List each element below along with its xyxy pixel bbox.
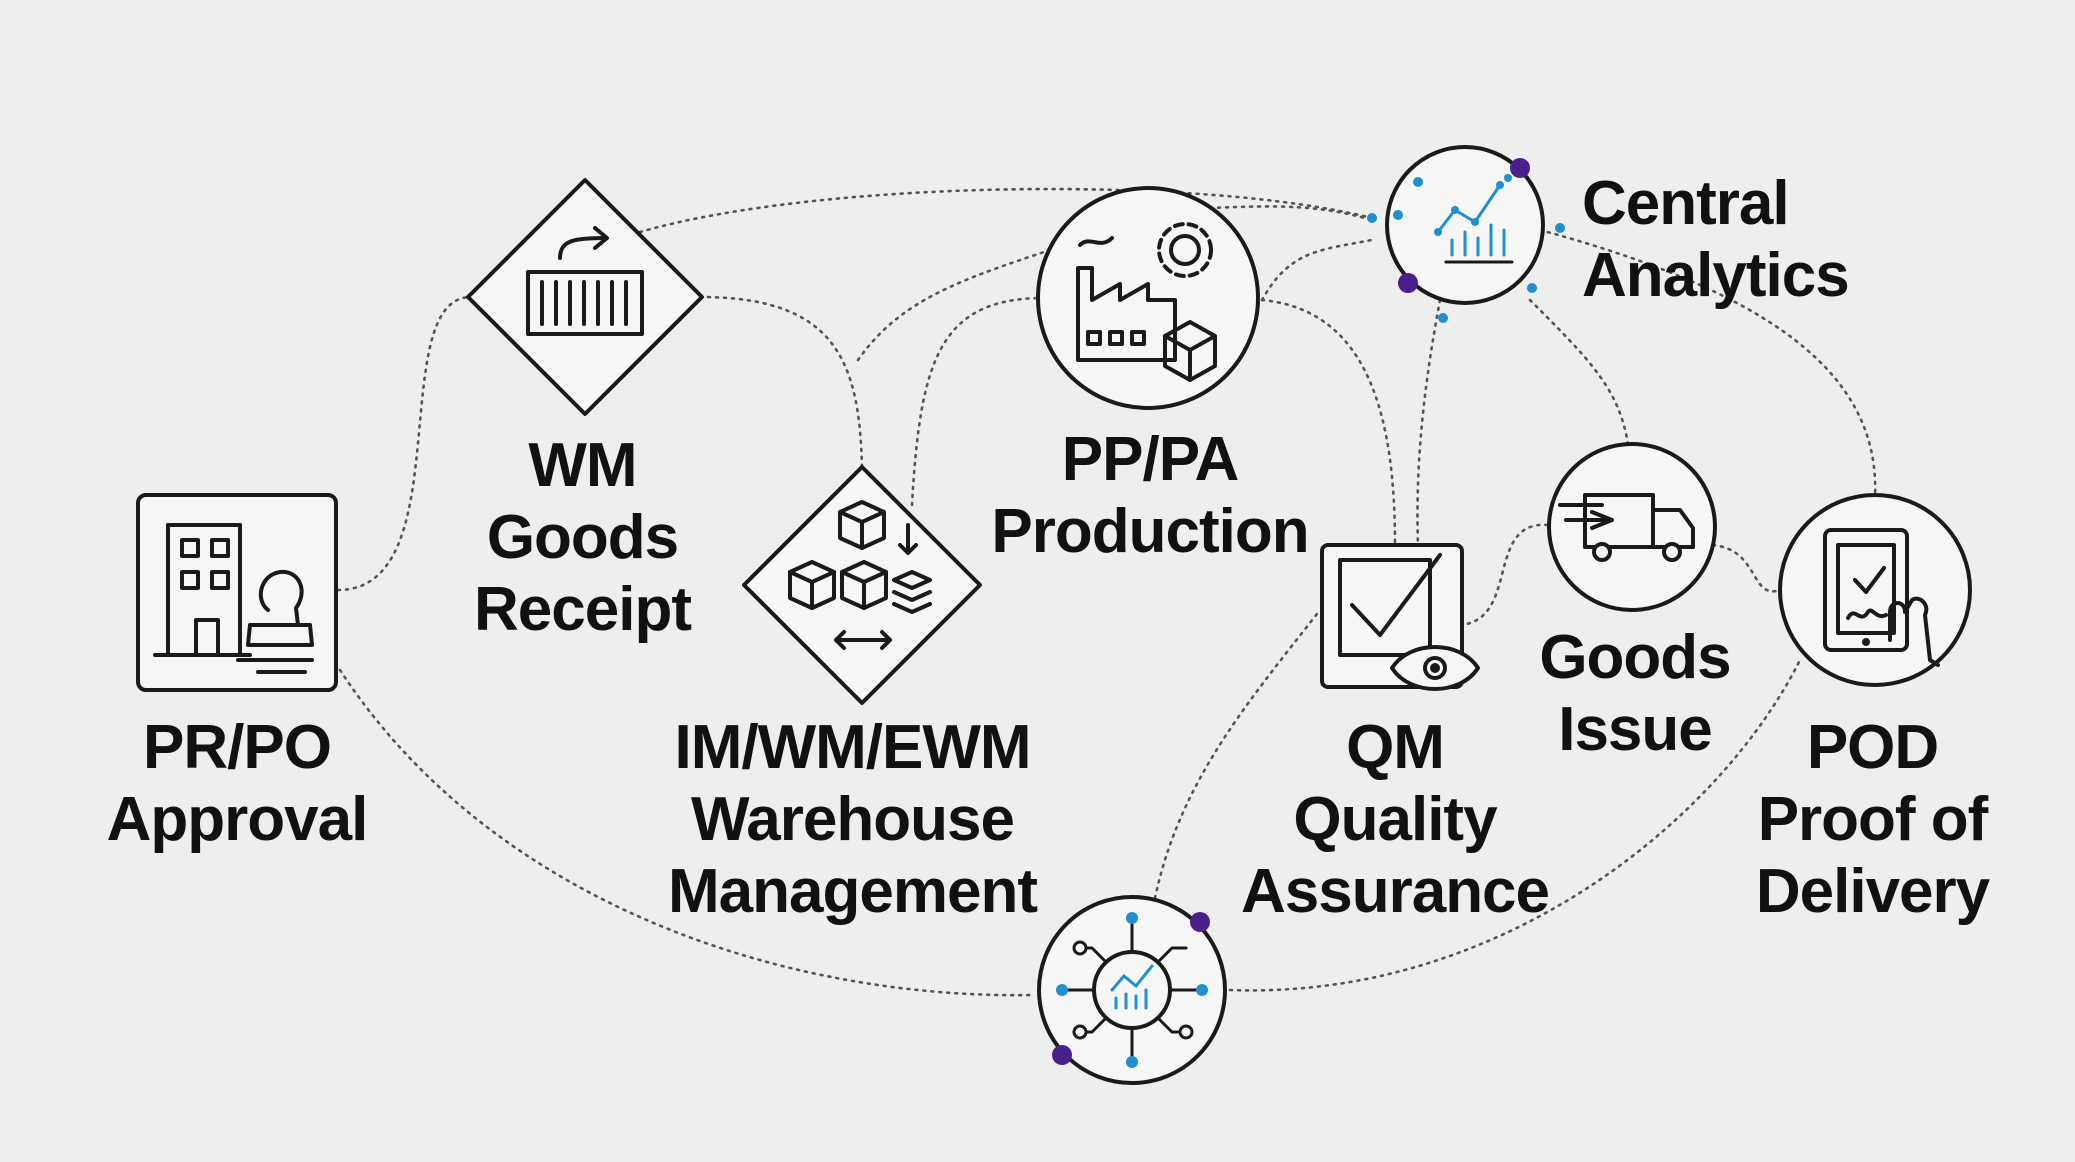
label-goods-issue: Goods Issue bbox=[1520, 622, 1750, 766]
connector-wm-analytics bbox=[638, 187, 1374, 234]
connector-wm-warehouse bbox=[698, 295, 864, 472]
connector-analytics-goodsissue bbox=[1528, 298, 1630, 447]
connector-analytics-qm bbox=[1416, 298, 1442, 547]
connector-production-analytics bbox=[1208, 205, 1374, 222]
label-line: Management bbox=[668, 857, 1038, 926]
label-line: Assurance bbox=[1240, 857, 1550, 926]
label-line: Approval bbox=[106, 785, 369, 854]
connector-hub-qm bbox=[1153, 608, 1322, 900]
container-arrow-icon bbox=[466, 178, 704, 416]
label-line: Central bbox=[1582, 169, 1790, 238]
label-line: Analytics bbox=[1582, 241, 1850, 310]
tablet-signature-icon bbox=[1778, 493, 1972, 687]
label-central-analytics: Central Analytics bbox=[1582, 168, 1882, 312]
data-hub-icon bbox=[1037, 895, 1227, 1085]
connector-production-qm bbox=[1260, 298, 1397, 547]
label-line: WM bbox=[528, 431, 637, 500]
connector-prpo-hub bbox=[338, 668, 1037, 997]
analytics-chart-icon bbox=[1367, 145, 1565, 323]
boxes-icon bbox=[742, 465, 982, 705]
label-warehouse-management: IM/WM/EWM Warehouse Management bbox=[640, 712, 1065, 928]
label-line: Receipt bbox=[474, 575, 692, 644]
label-line: Goods bbox=[486, 503, 679, 572]
connector-production-analytics-2 bbox=[1260, 238, 1374, 302]
connector-qm-goodsissue bbox=[1458, 523, 1550, 627]
connector-warehouse-production-2 bbox=[910, 296, 1042, 507]
building-stamp-icon bbox=[136, 493, 338, 692]
label-line: PP/PA bbox=[1061, 425, 1239, 494]
factory-gear-icon bbox=[1036, 186, 1260, 410]
label-wm-goods-receipt: WM Goods Receipt bbox=[440, 430, 725, 646]
connectors bbox=[336, 187, 1877, 997]
label-line: PR/PO bbox=[143, 713, 332, 782]
label-line: IM/WM/EWM bbox=[674, 713, 1031, 782]
connector-goodsissue-pod bbox=[1711, 543, 1782, 593]
label-line: Proof of bbox=[1757, 785, 1989, 854]
label-pr-po: PR/PO Approval bbox=[92, 712, 382, 856]
label-quality-assurance: QM Quality Assurance bbox=[1235, 712, 1555, 928]
label-proof-of-delivery: POD Proof of Delivery bbox=[1735, 712, 2010, 928]
label-line: Quality bbox=[1293, 785, 1497, 854]
checkbox-eye-icon bbox=[1320, 543, 1480, 691]
label-line: Delivery bbox=[1755, 857, 1990, 926]
label-line: Issue bbox=[1558, 695, 1713, 764]
connector-prpo-wm bbox=[336, 295, 472, 592]
connector-hub-pod bbox=[1228, 658, 1802, 992]
connector-warehouse-production bbox=[856, 248, 1052, 362]
label-line: Warehouse bbox=[691, 785, 1015, 854]
label-production: PP/PA Production bbox=[985, 424, 1315, 568]
label-line: POD bbox=[1806, 713, 1939, 782]
delivery-truck-icon bbox=[1547, 442, 1717, 612]
label-line: Production bbox=[991, 497, 1309, 566]
label-line: Goods bbox=[1539, 623, 1731, 692]
label-line: QM bbox=[1346, 713, 1445, 782]
